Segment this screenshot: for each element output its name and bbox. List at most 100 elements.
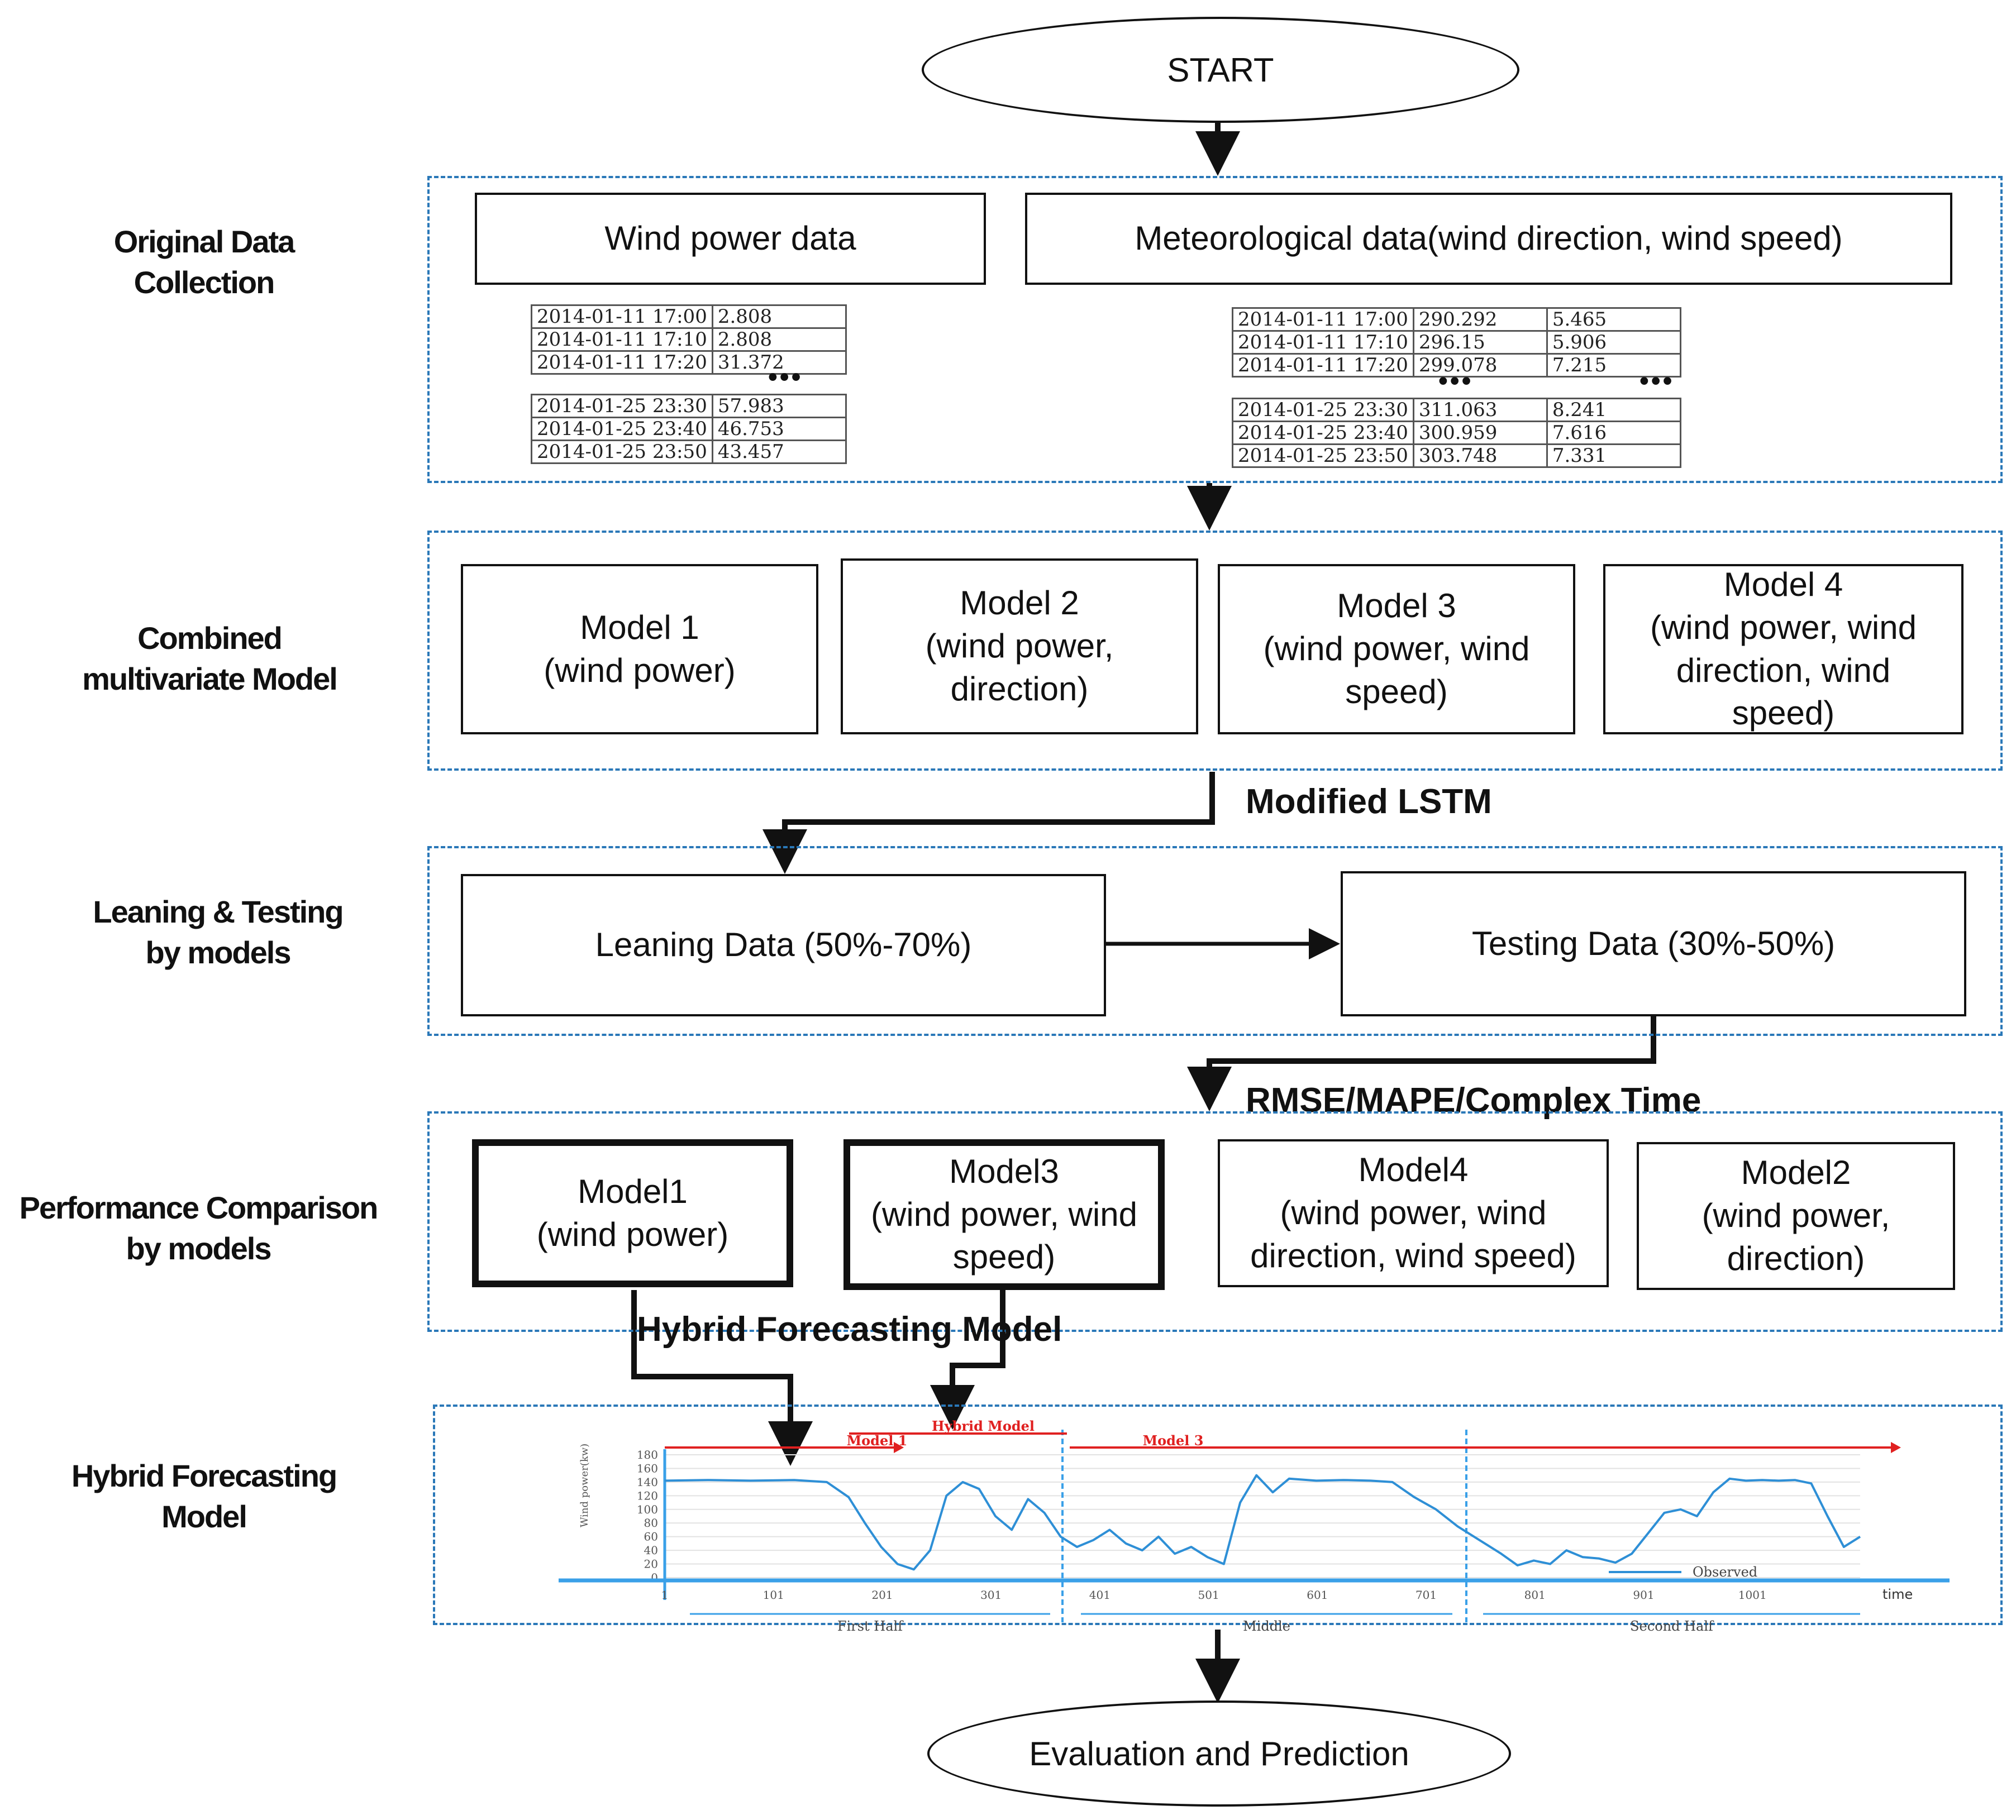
y-tick-label: 100 [637, 1503, 658, 1516]
wind-power-cell: 2014-01-25 23:30 [531, 394, 713, 418]
model-range-arrowhead [1891, 1442, 1901, 1453]
y-tick-label: 80 [644, 1516, 658, 1530]
perf-model-3-box: Model3 (wind power, wind speed) [843, 1139, 1165, 1290]
wind-power-ellipsis: ••• [768, 362, 803, 392]
stage-label-performance: Performance Comparison by models [19, 1190, 379, 1266]
wind-power-cell: 2014-01-11 17:00 [531, 304, 713, 329]
wind-power-cell: 43.457 [711, 440, 847, 464]
meteo-cell: 2014-01-11 17:00 [1232, 307, 1414, 332]
meteo-cell: 2014-01-25 23:40 [1232, 421, 1414, 445]
meteo-cell: 7.215 [1546, 353, 1681, 378]
x-tick-label: 501 [1198, 1588, 1219, 1602]
model-4-box: Model 4 (wind power, wind direction, win… [1603, 564, 1963, 734]
y-tick-label: 160 [637, 1461, 658, 1475]
meteo-cell: 2014-01-25 23:30 [1232, 398, 1414, 422]
testing-data-box: Testing Data (30%-50%) [1341, 871, 1966, 1016]
wind-power-cell: 2014-01-11 17:10 [531, 327, 713, 352]
meteo-cell: 8.241 [1546, 398, 1681, 422]
model-range-arrowhead [894, 1442, 904, 1453]
meteo-cell: 311.063 [1412, 398, 1548, 422]
y-tick-label: 140 [637, 1475, 658, 1489]
top-model-label: Model 1 [847, 1432, 908, 1449]
perf-model-2-box: Model2 (wind power, direction) [1637, 1142, 1955, 1290]
y-tick-label: 40 [644, 1544, 658, 1557]
meteo-ellipsis-2: ••• [1640, 366, 1675, 396]
observed-series-line [664, 1474, 1861, 1571]
x-tick-label: 401 [1089, 1588, 1111, 1602]
segment-label: First Half [837, 1618, 904, 1634]
wind-power-cell: 2.808 [711, 327, 847, 352]
testing-data-label: Testing Data (30%-50%) [1471, 924, 1836, 962]
hybrid-model-label: Hybrid Forecasting Model [637, 1310, 1062, 1349]
x-tick-label: 901 [1633, 1588, 1654, 1602]
wind-power-cell: 31.372 [711, 350, 847, 375]
stage-learning-frame [427, 846, 2003, 1036]
meteo-cell: 290.292 [1412, 307, 1548, 332]
x-tick-label: 801 [1524, 1588, 1546, 1602]
wind-power-cell: 2014-01-11 17:20 [531, 350, 713, 375]
wind-power-cell: 57.983 [711, 394, 847, 418]
model-3-box: Model 3 (wind power, wind speed) [1218, 564, 1575, 734]
meteo-cell: 2014-01-25 23:50 [1232, 443, 1414, 468]
end-terminal: Evaluation and Prediction [927, 1700, 1511, 1807]
arrow-model1-to-hybrid [631, 1290, 813, 1466]
wind-power-cell: 2.808 [711, 304, 847, 329]
stage-label-collection: Original Data Collection [113, 224, 296, 300]
wind-power-cell: 2014-01-25 23:50 [531, 440, 713, 464]
learning-data-label: Leaning Data (50%-70%) [595, 926, 972, 964]
stage-label-learning: Leaning & Testing by models [93, 894, 344, 970]
y-tick-label: 180 [637, 1448, 658, 1461]
x-tick-label: 1001 [1738, 1588, 1767, 1602]
stage-hybrid-frame [433, 1405, 2003, 1625]
segment-label: Second Half [1630, 1618, 1714, 1634]
meteo-cell: 303.748 [1412, 443, 1548, 468]
y-tick-label: 120 [637, 1489, 658, 1502]
learning-data-box: Leaning Data (50%-70%) [461, 874, 1106, 1016]
meteo-cell: 2014-01-11 17:10 [1232, 330, 1414, 355]
x-tick-label: 101 [763, 1588, 784, 1602]
wind-power-data-title: Wind power data [604, 219, 856, 257]
arrow-learning-to-performance [1187, 1016, 1656, 1111]
arrow-model3-to-hybrid [930, 1290, 1005, 1430]
meteo-cell: 7.616 [1546, 421, 1681, 445]
meteo-cell: 2014-01-11 17:20 [1232, 353, 1414, 378]
wind-power-cell: 2014-01-25 23:40 [531, 417, 713, 441]
x-tick-label: 601 [1307, 1588, 1328, 1602]
y-axis-label: Wind power(kw) [579, 1444, 590, 1527]
x-tick-label: 301 [980, 1588, 1002, 1602]
wind-power-data-box: Wind power data [475, 193, 986, 285]
meteo-cell: 7.331 [1546, 443, 1681, 468]
model-2-box: Model 2 (wind power, direction) [841, 558, 1198, 734]
legend-label: Observed [1693, 1564, 1757, 1580]
segment-label: Middle [1243, 1618, 1290, 1634]
meteo-cell: 300.959 [1412, 421, 1548, 445]
x-axis-label: time [1882, 1587, 1913, 1602]
stage-performance-frame [427, 1111, 2003, 1332]
lstm-label: Modified LSTM [1246, 782, 1492, 821]
meteo-cell: 5.465 [1546, 307, 1681, 332]
top-model-label: Model 3 [1143, 1432, 1204, 1449]
stage-combined-frame [427, 531, 2003, 771]
x-tick-label: 1 [661, 1588, 669, 1602]
top-model-label: Hybrid Model [932, 1418, 1035, 1434]
x-tick-label: 201 [871, 1588, 893, 1602]
stage-collection-frame [427, 176, 2003, 483]
model-1-box: Model 1 (wind power) [461, 564, 818, 734]
meteo-cell: 5.906 [1546, 330, 1681, 355]
meteo-cell: 296.15 [1412, 330, 1548, 355]
